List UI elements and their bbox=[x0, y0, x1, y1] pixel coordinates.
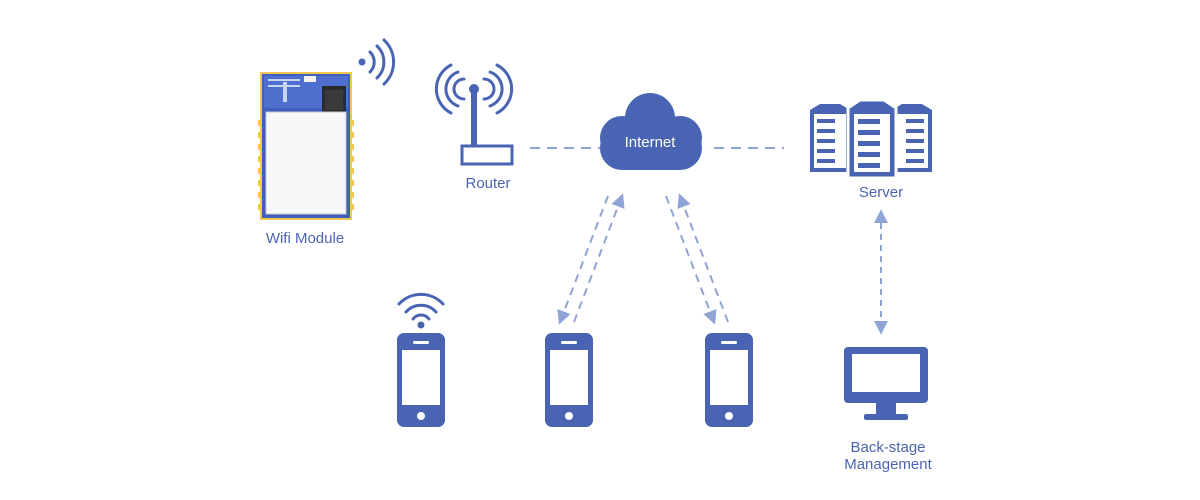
wifi-module-icon bbox=[258, 72, 354, 220]
backstage-label-line1: Back-stage bbox=[850, 439, 925, 456]
phone2-to-internet-arrow bbox=[677, 193, 729, 323]
smartphone-icon bbox=[397, 333, 445, 427]
connector-lines bbox=[530, 147, 888, 335]
internet-to-phone2-arrow bbox=[665, 195, 717, 325]
wireless-signal-icon bbox=[358, 38, 396, 86]
router-icon bbox=[434, 63, 514, 166]
wifi-signal-icon bbox=[397, 292, 445, 329]
router-label: Router bbox=[465, 175, 510, 192]
cloud-icon bbox=[600, 93, 702, 170]
server-label: Server bbox=[859, 184, 903, 201]
internet-to-phone1-arrow bbox=[557, 195, 609, 325]
internet-label: Internet bbox=[625, 134, 677, 151]
smartphone-icon bbox=[545, 333, 593, 427]
smartphone-icon bbox=[705, 333, 753, 427]
wifi-module-label: Wifi Module bbox=[266, 230, 344, 247]
monitor-icon bbox=[844, 347, 928, 420]
backstage-label-line2: Management bbox=[844, 456, 932, 473]
phone1-to-internet-arrow bbox=[573, 193, 625, 323]
server-rack-icon bbox=[810, 98, 932, 180]
